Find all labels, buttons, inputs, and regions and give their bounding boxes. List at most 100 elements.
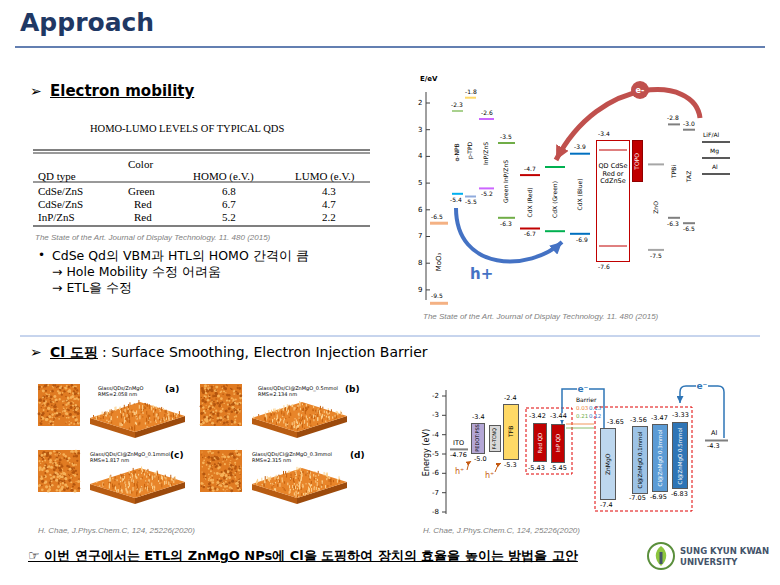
afm-peak [309, 488, 310, 492]
afm-peak [287, 422, 288, 424]
afm-grain [71, 395, 74, 398]
afm-grain [44, 464, 46, 466]
afm-peak [269, 420, 270, 422]
afm-grain [73, 467, 75, 469]
afm-peak [305, 474, 306, 476]
axis-label: 4 [418, 152, 422, 160]
afm-grain [214, 424, 216, 426]
afm-grain [224, 424, 225, 425]
afm-grain [50, 466, 53, 469]
afm-peak [123, 474, 124, 478]
afm-grain [217, 402, 220, 405]
afm-peak [301, 422, 302, 424]
quantum-dot-box: QD CdSe Red or CdZnSe [596, 140, 630, 262]
afm-peak [149, 404, 150, 407]
etl-layer: Cl@ZnMgO 0.1mmol [632, 426, 648, 493]
afm-peak [304, 417, 305, 418]
afm-grain [230, 388, 231, 389]
afm-grain [63, 390, 65, 392]
afm-peak [154, 489, 155, 491]
afm-grain [53, 463, 55, 465]
afm-grain [58, 455, 60, 457]
group-outline [595, 407, 692, 511]
afm-grain [59, 489, 62, 492]
energy-level [702, 173, 730, 175]
afm-peak [330, 479, 331, 482]
afm-peak [326, 473, 327, 476]
afm-grain [229, 405, 231, 407]
afm-grain [67, 470, 68, 471]
afm-peak [318, 490, 319, 491]
afm-peak [129, 420, 130, 423]
afm-peak [134, 403, 135, 404]
afm-peak [290, 413, 291, 416]
afm-grain [213, 401, 215, 403]
afm-caption: Glass/QDs/Cl@ZnMgO_0.5mmol [258, 386, 338, 392]
energy-label: MoO₃ [435, 253, 443, 272]
afm-grain [234, 462, 236, 464]
afm-grain [61, 457, 62, 458]
afm-peak [285, 490, 286, 492]
afm-peak [303, 493, 304, 495]
afm-peak [270, 483, 271, 484]
afm-grain [73, 410, 74, 411]
afm-grain [64, 476, 67, 479]
afm-peak [330, 481, 331, 485]
afm-grain [239, 478, 240, 479]
afm-peak [306, 493, 307, 494]
afm-peak [140, 488, 141, 492]
axis-label: -4 [432, 431, 439, 439]
afm-peak [124, 420, 125, 423]
afm-peak [288, 410, 289, 413]
afm-grain [226, 485, 228, 487]
afm-grain [68, 423, 70, 425]
afm-grain [39, 466, 42, 469]
afm-grain [49, 455, 52, 458]
afm-peak [327, 472, 328, 476]
afm-caption: RMS=2.315 nm [252, 458, 291, 464]
afm-peak [166, 410, 167, 414]
afm-peak [167, 417, 168, 420]
axis-tick [442, 492, 446, 493]
afm-grain [38, 460, 40, 462]
afm-grain [53, 478, 55, 480]
afm-grain [228, 476, 231, 479]
axis-tick [442, 415, 446, 416]
afm-grain [46, 470, 49, 473]
afm-grain [207, 385, 209, 387]
afm-grain [57, 458, 59, 460]
afm-grain [78, 478, 80, 480]
afm-peak [311, 416, 312, 418]
afm-grain [222, 394, 223, 395]
afm-grain [54, 413, 56, 415]
afm-peak [121, 475, 122, 477]
afm-grain [57, 390, 59, 392]
afm-grain [229, 453, 232, 456]
afm-peak [142, 469, 143, 471]
afm-peak [278, 409, 279, 412]
afm-grain [44, 460, 46, 462]
afm-peak [327, 412, 328, 414]
afm-grain [75, 418, 78, 421]
afm-grain [50, 391, 51, 392]
afm-grain [208, 483, 211, 486]
energy-level [668, 217, 680, 219]
bullet-arrow: ➢ [30, 344, 42, 360]
afm-peak [277, 409, 278, 410]
afm-peak [275, 482, 276, 483]
afm-grain [215, 398, 217, 400]
afm-caption: (d) [350, 450, 365, 460]
afm-peak [298, 478, 299, 480]
afm-grain [50, 479, 52, 481]
afm-grain [205, 478, 207, 480]
afm-peak [135, 412, 136, 415]
afm-peak [155, 420, 156, 422]
afm-peak [117, 479, 118, 481]
afm-grain [68, 465, 71, 468]
afm-peak [137, 490, 138, 494]
afm-grain [221, 406, 222, 407]
afm-grain [70, 477, 72, 479]
table-title: HOMO-LUMO LEVELS OF TYPICAL QDS [90, 123, 284, 135]
afm-grain [223, 458, 225, 460]
afm-grain [43, 400, 46, 403]
